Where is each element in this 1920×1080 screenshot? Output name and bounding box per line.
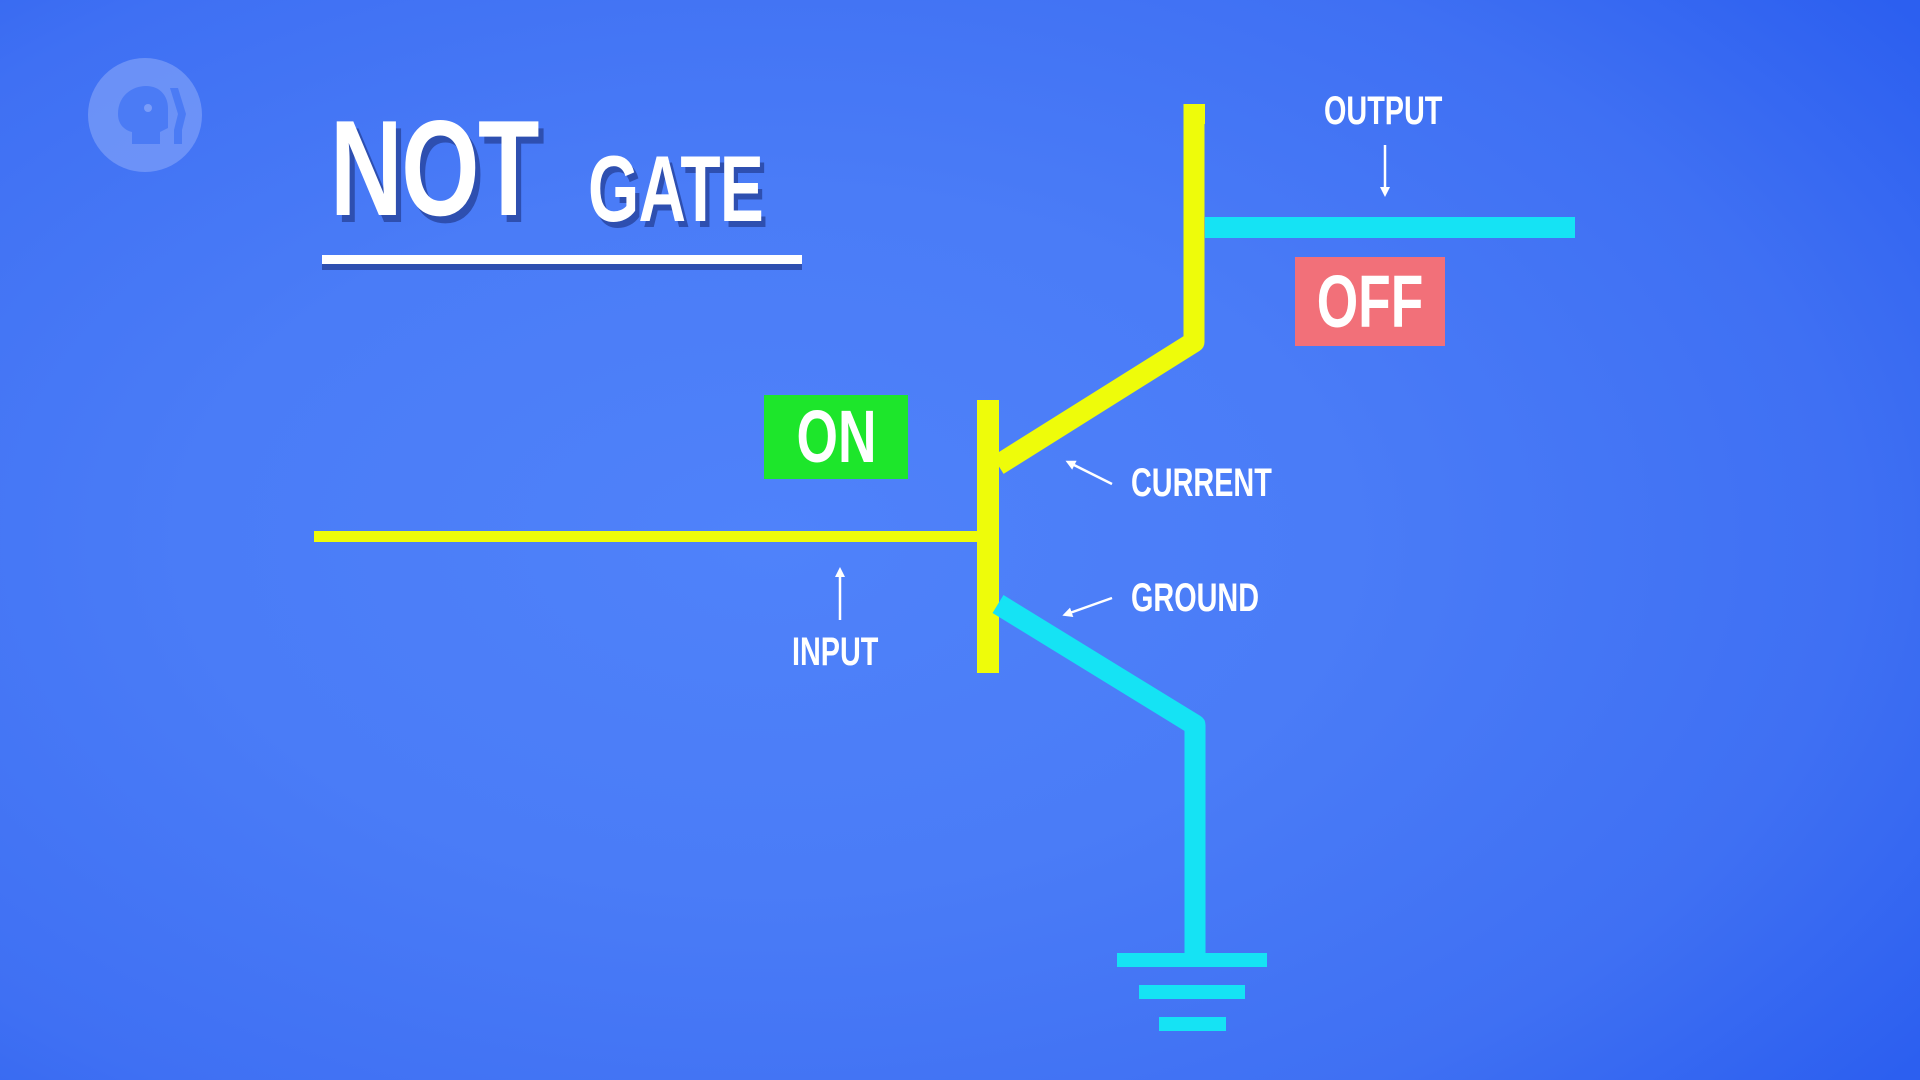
emitter-wire <box>992 595 1206 955</box>
output-label: OUTPUT <box>1324 89 1443 133</box>
title-gate: GATE <box>588 136 764 241</box>
title-not: NOT <box>330 92 539 244</box>
current-arrow-icon <box>1065 460 1113 486</box>
output-state-text: OFF <box>1316 259 1424 343</box>
collector-wire <box>992 104 1205 474</box>
input-wire <box>314 531 980 542</box>
ground-arrow-icon <box>1062 596 1113 618</box>
input-state-badge: ON <box>764 395 908 479</box>
output-wire <box>1205 217 1575 238</box>
input-label: INPUT <box>792 630 879 674</box>
pbs-head-logo-icon <box>88 58 202 172</box>
base-bar <box>977 400 999 673</box>
ground-symbol-icon <box>1117 953 1267 1031</box>
input-state-text: ON <box>796 395 876 478</box>
title-underline <box>322 255 802 264</box>
ground-label: GROUND <box>1131 576 1260 620</box>
current-label: CURRENT <box>1131 461 1272 505</box>
output-state-badge: OFF <box>1295 257 1445 346</box>
